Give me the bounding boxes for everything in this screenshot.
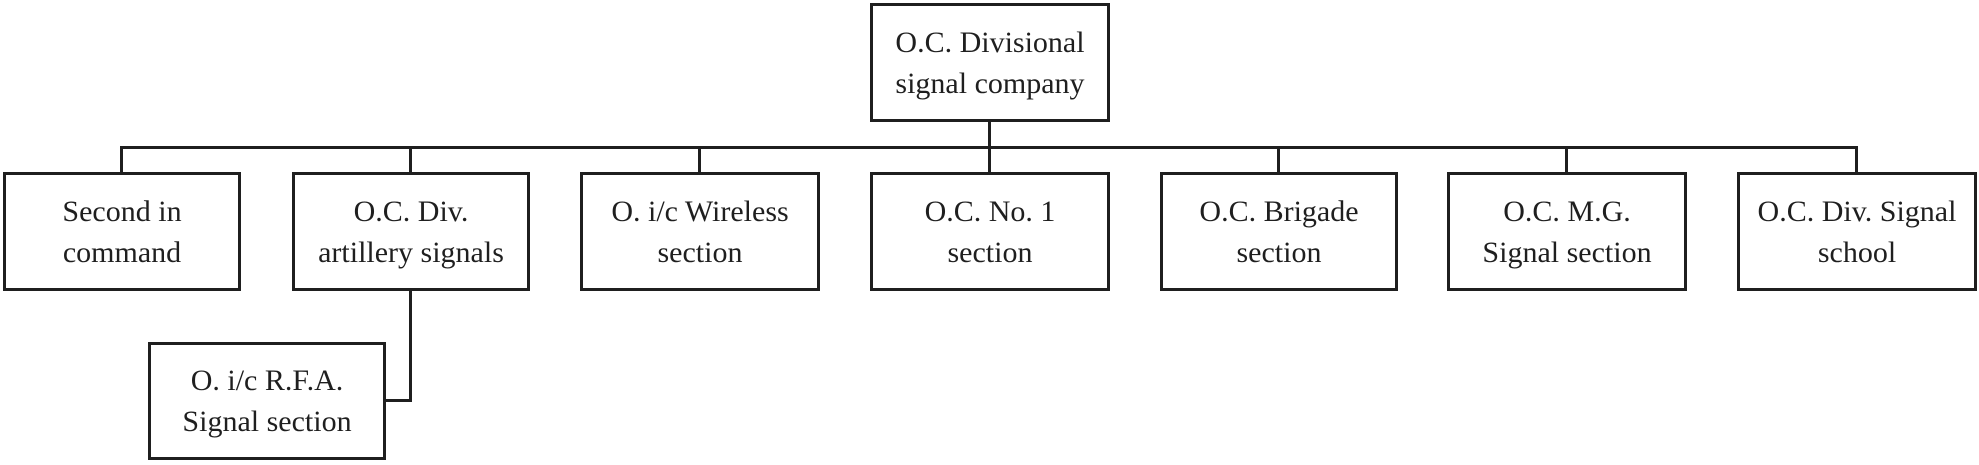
node-oc-mg-signal-section: O.C. M.G. Signal section: [1447, 172, 1687, 291]
node-o-ic-rfa-signal-section: O. i/c R.F.A. Signal section: [148, 342, 386, 460]
node-label-line: O. i/c R.F.A.: [190, 364, 344, 397]
connector-drop-brigade-section: [1277, 146, 1280, 174]
node-label-line: command: [62, 235, 182, 269]
node-label-line: O.C. Div.: [353, 194, 469, 228]
node-oc-brigade-section: O.C. Brigade section: [1160, 172, 1398, 291]
node-label-line: O.C. No. 1: [924, 194, 1056, 228]
node-label-line: O.C. Div. Signal: [1757, 194, 1957, 228]
node-label-line: O.C. Divisional: [895, 25, 1085, 59]
connector-drop-mg-signal-section: [1565, 146, 1568, 174]
node-second-in-command: Second in command: [3, 172, 241, 291]
node-oc-div-artillery-signals: O.C. Div. artillery signals: [292, 172, 530, 291]
connector-drop-second-in-command: [120, 146, 123, 174]
connector-drop-artillery-signals: [409, 146, 412, 174]
connector-elbow-vertical-rfa: [409, 289, 412, 402]
node-label-line: O.C. M.G.: [1503, 194, 1631, 228]
node-label-line: section: [947, 235, 1033, 269]
connector-drop-div-signal-school: [1855, 146, 1858, 174]
connector-root-stem: [988, 120, 991, 148]
node-label-line: artillery signals: [318, 235, 504, 269]
node-label-line: signal company: [895, 66, 1085, 100]
node-label-line: Second in: [62, 194, 182, 228]
node-label-line: Signal section: [1482, 235, 1652, 269]
node-label-line: school: [1817, 235, 1897, 269]
node-label-line: section: [657, 235, 743, 269]
node-label-line: O.C. Brigade: [1199, 194, 1359, 228]
connector-elbow-horizontal-rfa: [386, 399, 412, 402]
node-label-line: O. i/c Wireless: [611, 194, 789, 228]
connector-drop-wireless-section: [698, 146, 701, 174]
node-label-line: section: [1236, 235, 1322, 269]
node-oc-divisional-signal-company: O.C. Divisional signal company: [870, 3, 1110, 122]
node-oc-no-1-section: O.C. No. 1 section: [870, 172, 1110, 291]
node-label-line: Signal section: [182, 405, 352, 438]
node-oc-div-signal-school: O.C. Div. Signal school: [1737, 172, 1977, 291]
node-o-ic-wireless-section: O. i/c Wireless section: [580, 172, 820, 291]
connector-drop-no-1-section: [988, 146, 991, 174]
